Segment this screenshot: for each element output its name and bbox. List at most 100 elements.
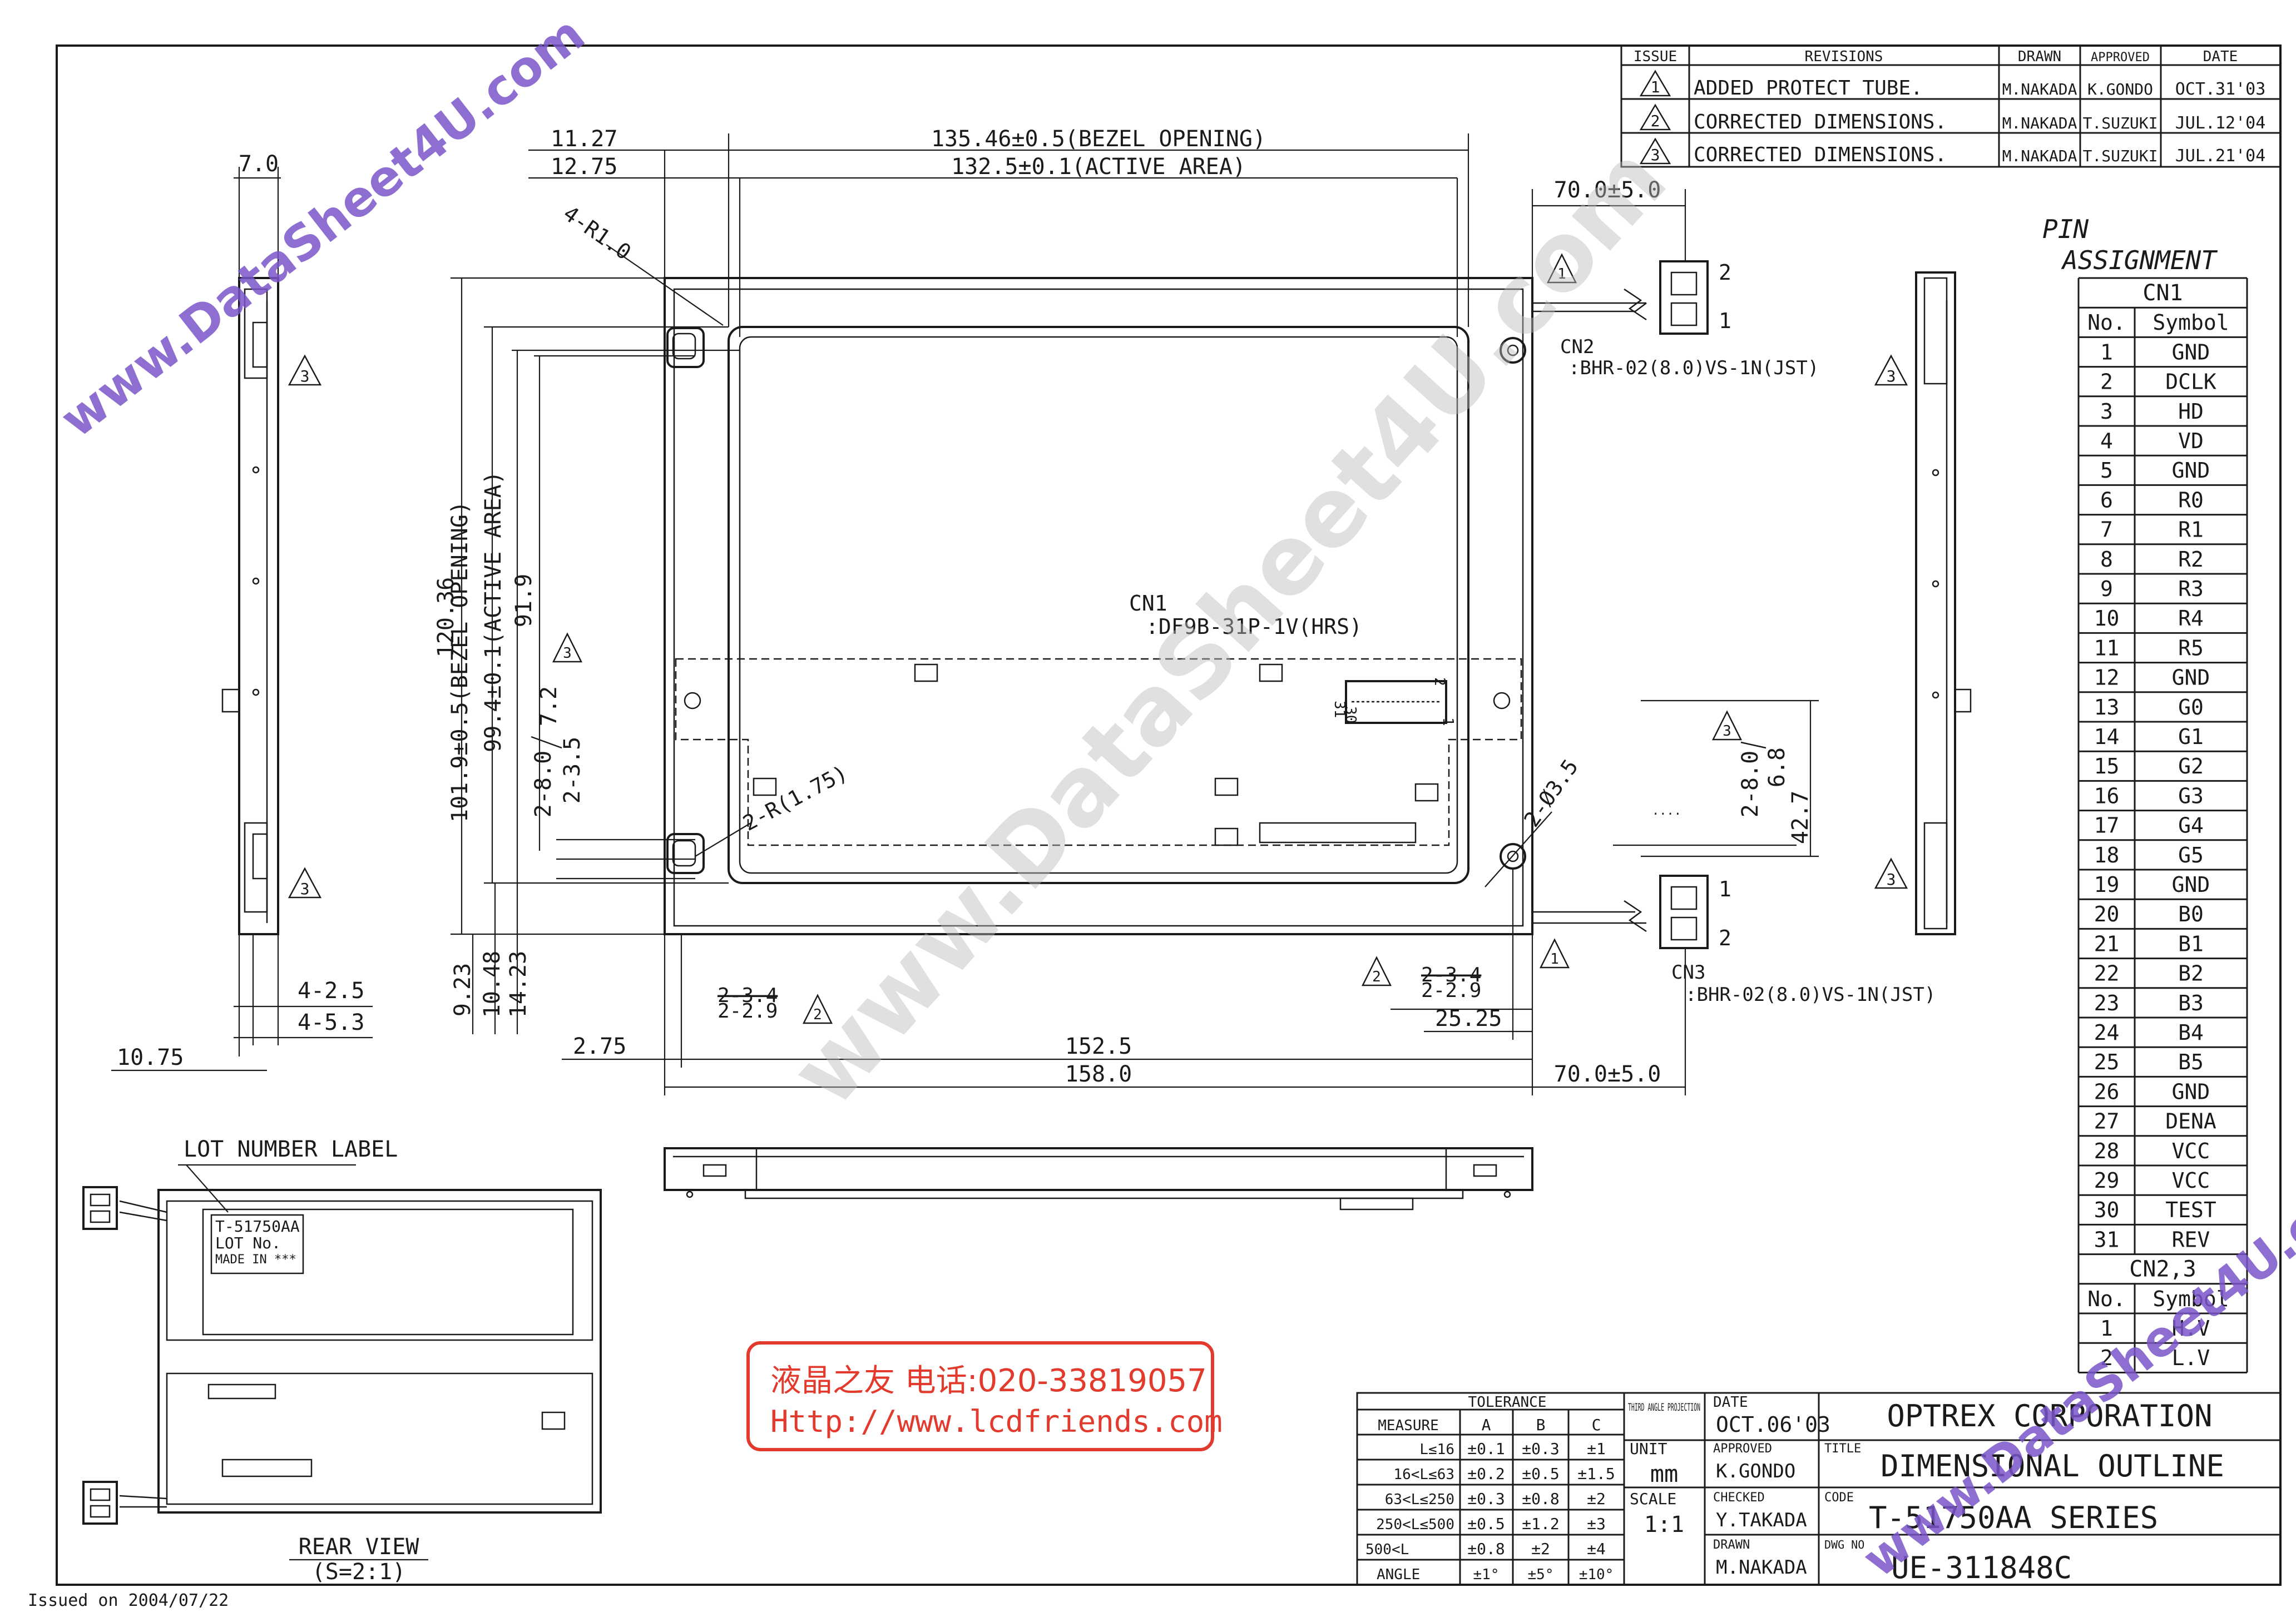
watermark-center: www.DataSheet4U.com	[769, 125, 1688, 1128]
date-value: OCT.06'03	[1716, 1412, 1830, 1437]
dim-70-bottom: 70.0±5.0	[1554, 1062, 1661, 1087]
dim-158-0: 158.0	[1065, 1062, 1132, 1087]
issued-date: Issued on 2004/07/22	[28, 1591, 229, 1610]
drawing-title: DIMENSIONAL OUTLINE	[1881, 1449, 2224, 1484]
tolerance-row: 500<L ±0.8 ±2 ±4	[1365, 1540, 1606, 1558]
svg-text:3: 3	[300, 880, 310, 898]
svg-text:L≤16: L≤16	[1419, 1441, 1454, 1458]
pin-table-no: 5	[2100, 458, 2113, 483]
dim-2-2-9-left: 2-2.9	[718, 1000, 778, 1023]
rev-header-issue: ISSUE	[1634, 48, 1677, 65]
scale-value: 1:1	[1644, 1512, 1684, 1537]
svg-text:±0.8: ±0.8	[1467, 1540, 1505, 1558]
svg-text:250<L≤500: 250<L≤500	[1376, 1516, 1454, 1533]
pin-table-no: 26	[2094, 1079, 2120, 1104]
cn1-pin-1: 1	[1439, 717, 1456, 726]
approved-value: K.GONDO	[1716, 1460, 1795, 1482]
stamp-line2: Http://www.lcdfriends.com	[770, 1404, 1223, 1439]
dim-2-phi-3-5: 2-Ø3.5	[1519, 755, 1583, 831]
lcdfriends-stamp: 液晶之友 电话:020-33819057 Http://www.lcdfrien…	[746, 1341, 1223, 1451]
pin-table-symbol: TEST	[2165, 1198, 2216, 1222]
left-side-view: 3 3	[221, 277, 322, 935]
pin-table-no: 11	[2094, 636, 2120, 660]
rev-row: 3 CORRECTED DIMENSIONS. M.NAKADA T.SUZUK…	[1639, 137, 2266, 166]
pin-table-symbol: B1	[2178, 931, 2204, 956]
svg-text:JUL.21'04: JUL.21'04	[2175, 146, 2266, 166]
dim-2-8-0-left: 2-8.0	[531, 751, 556, 817]
cn1-pin-31: 31	[1331, 701, 1348, 718]
dim-25-25: 25.25	[1435, 1006, 1502, 1031]
dim-11-27: 11.27	[551, 126, 617, 152]
svg-text:500<L: 500<L	[1365, 1541, 1409, 1558]
cn3-part: :BHR-02(8.0)VS-1N(JST)	[1685, 984, 1936, 1006]
svg-text:3: 3	[300, 367, 310, 385]
rev-header-revisions: REVISIONS	[1805, 48, 1883, 65]
pin-table-no: 3	[2100, 399, 2113, 424]
pin-table-no: 30	[2094, 1198, 2120, 1222]
dim-2-2-9-right: 2-2.9	[1421, 979, 1481, 1002]
pin-table-no: 28	[2094, 1139, 2120, 1163]
svg-text:M.NAKADA: M.NAKADA	[2002, 80, 2077, 98]
lot-number-sticker	[210, 1214, 304, 1274]
svg-text:±1: ±1	[1587, 1440, 1606, 1458]
lot-label-line2: LOT No.	[215, 1234, 281, 1252]
dim-2-8-0-right: 2-8.0	[1738, 751, 1763, 817]
pin-table-symbol: G3	[2178, 783, 2204, 808]
tolerance-table: TOLERANCE MEASURE A B C L≤16 ±0.1 ±0.3 ±…	[1356, 1392, 1625, 1586]
drawn-value: M.NAKADA	[1716, 1556, 1807, 1579]
svg-text:±4: ±4	[1587, 1540, 1606, 1558]
pin-table-no: 15	[2094, 754, 2120, 778]
svg-text:C: C	[1592, 1416, 1601, 1434]
svg-text:16<L≤63: 16<L≤63	[1393, 1466, 1454, 1483]
pin-table-no: 7	[2100, 518, 2113, 542]
pin-table-symbol: G0	[2178, 695, 2204, 720]
pin-table-no: 2	[2100, 370, 2113, 394]
title-block: THIRD ANGLE PROJECTION DATE OCT.06'03 OP…	[1623, 1392, 2282, 1586]
svg-text:B: B	[1536, 1416, 1546, 1434]
cn1-label: CN1	[1129, 591, 1167, 616]
dim-height-91-9: 91.9	[511, 574, 537, 627]
pin-table-symbol: VD	[2178, 429, 2204, 453]
dim-152-5: 152.5	[1065, 1034, 1132, 1059]
pin-table-symbol: VCC	[2172, 1139, 2210, 1163]
pin-table-no: 1	[2100, 340, 2113, 364]
pin-table-no: 23	[2094, 991, 2120, 1015]
cn3-label: CN3	[1671, 961, 1705, 984]
dim-4-2-5: 4-2.5	[298, 978, 364, 1004]
lot-number-label-title: LOT NUMBER LABEL	[184, 1137, 398, 1162]
svg-text:OCT.31'03: OCT.31'03	[2175, 80, 2266, 99]
svg-text:MEASURE: MEASURE	[1378, 1417, 1439, 1434]
approved-label: APPROVED	[1713, 1442, 1772, 1456]
pin-table-symbol: H.V	[2172, 1316, 2210, 1341]
tolerance-row: ANGLE ±1° ±5° ±10°	[1377, 1566, 1614, 1583]
pin-table-symbol: R2	[2178, 547, 2204, 572]
pin-table-symbol: HD	[2178, 399, 2204, 424]
pin-table-cn1-header: CN1	[2142, 280, 2183, 306]
dim-42-7: 42.7	[1788, 791, 1813, 844]
code-value: T-51750AA SERIES	[1869, 1500, 2158, 1535]
pin-table-no: 4	[2100, 429, 2113, 453]
dim-10-48: 10.48	[479, 951, 505, 1018]
pin-table-no: 20	[2094, 902, 2120, 926]
svg-text:±0.3: ±0.3	[1522, 1440, 1559, 1458]
pin-table-symbol: VCC	[2172, 1168, 2210, 1193]
cn2-pin-2: 2	[1719, 260, 1731, 285]
pin-table-no: 29	[2094, 1168, 2120, 1193]
rev-header-drawn: DRAWN	[2018, 48, 2061, 65]
svg-text:±5°: ±5°	[1528, 1566, 1554, 1583]
svg-text:63<L≤250: 63<L≤250	[1385, 1491, 1454, 1508]
code-label: CODE	[1824, 1491, 1854, 1505]
svg-text:K.GONDO: K.GONDO	[2087, 80, 2153, 98]
cn2-connector	[1659, 260, 1709, 335]
svg-text:±0.5: ±0.5	[1467, 1515, 1505, 1533]
pin-table-no: 12	[2094, 666, 2120, 690]
cn2-pin-1: 1	[1719, 309, 1731, 333]
dim-corner-radius: 4-R1.0	[559, 201, 636, 265]
svg-text:±1°: ±1°	[1473, 1566, 1500, 1583]
svg-text:±0.5: ±0.5	[1522, 1465, 1559, 1483]
projection-label: THIRD ANGLE PROJECTION	[1628, 1401, 1700, 1413]
cn3-connector	[1659, 875, 1709, 949]
svg-text:M.NAKADA: M.NAKADA	[2002, 147, 2077, 165]
scale-label: SCALE	[1630, 1490, 1676, 1508]
